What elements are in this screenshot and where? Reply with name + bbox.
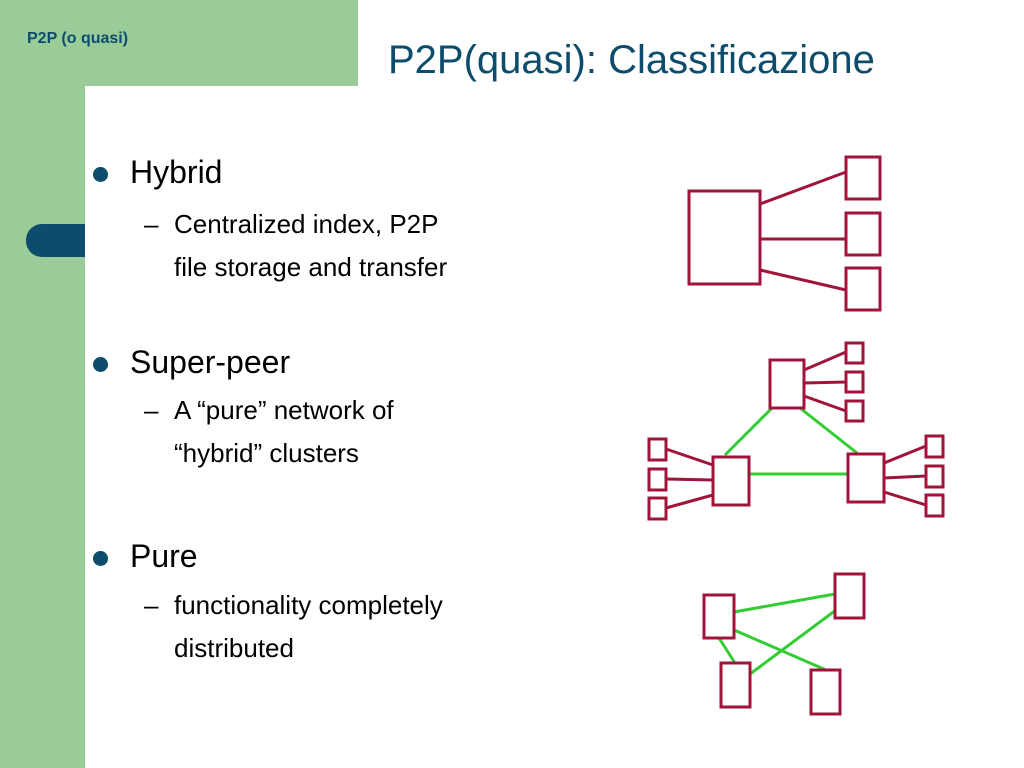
super-peer-diagram — [647, 341, 945, 521]
cluster-link — [883, 444, 927, 465]
leaf-node — [924, 493, 945, 518]
pure-link — [733, 592, 836, 614]
cluster-link — [665, 477, 714, 482]
subbullet-line: “hybrid” clusters — [174, 438, 359, 468]
cluster-link — [665, 493, 714, 510]
subbullet-line: file storage and transfer — [174, 252, 448, 282]
pure-link — [717, 637, 737, 664]
leaf-node — [844, 370, 865, 394]
dash-icon: – — [144, 209, 159, 239]
central-server-node — [687, 189, 762, 286]
slide-title: P2P(quasi): Classificazione — [388, 38, 875, 82]
super-peer-node — [711, 455, 751, 507]
hybrid-diagram — [687, 155, 882, 312]
peer-node — [844, 266, 882, 312]
leaf-node — [924, 434, 945, 459]
leaf-node — [647, 437, 668, 462]
peer-node — [844, 155, 882, 201]
section-label: P2P (o quasi) — [27, 30, 129, 47]
leaf-node — [844, 341, 865, 365]
leaf-node — [647, 496, 668, 521]
pure-peer-node — [833, 572, 866, 620]
cluster-link — [883, 490, 927, 507]
subbullet-line: Centralized index, P2P — [174, 209, 439, 239]
cluster-link — [803, 394, 847, 413]
cluster-link — [883, 474, 927, 480]
subbullet-line: functionality completely — [174, 590, 443, 620]
bullet-label: Hybrid — [130, 154, 223, 190]
cluster-link — [803, 380, 847, 385]
pure-peer-node — [702, 593, 736, 640]
pure-peer-node — [719, 661, 752, 709]
hybrid-link — [759, 268, 847, 292]
cluster-link — [803, 350, 847, 372]
peer-node — [844, 211, 882, 257]
bullet-dot-icon — [93, 551, 108, 566]
header-band — [0, 0, 358, 86]
bullet-dot-icon — [93, 167, 108, 182]
super-peer-node — [768, 358, 806, 410]
pure-link — [749, 608, 837, 676]
leaf-node — [844, 399, 865, 423]
pure-peer-node — [809, 668, 842, 716]
hybrid-link — [759, 170, 847, 206]
content-corner — [85, 86, 358, 286]
subbullet-line: A “pure” network of — [174, 395, 394, 425]
bullet-label: Super-peer — [130, 344, 291, 380]
sidebar-pill-decoration — [26, 224, 85, 257]
dash-icon: – — [144, 590, 159, 620]
super-peer-link — [723, 406, 774, 457]
subbullet-line: distributed — [174, 633, 294, 663]
cluster-link — [665, 447, 714, 467]
leaf-node — [924, 464, 945, 489]
super-peer-link — [799, 406, 858, 455]
super-peer-node — [846, 452, 886, 504]
leaf-node — [647, 467, 668, 492]
sidebar-band — [0, 0, 85, 768]
bullet-label: Pure — [130, 538, 198, 574]
dash-icon: – — [144, 395, 159, 425]
pure-diagram — [702, 572, 866, 716]
bullet-dot-icon — [93, 357, 108, 372]
